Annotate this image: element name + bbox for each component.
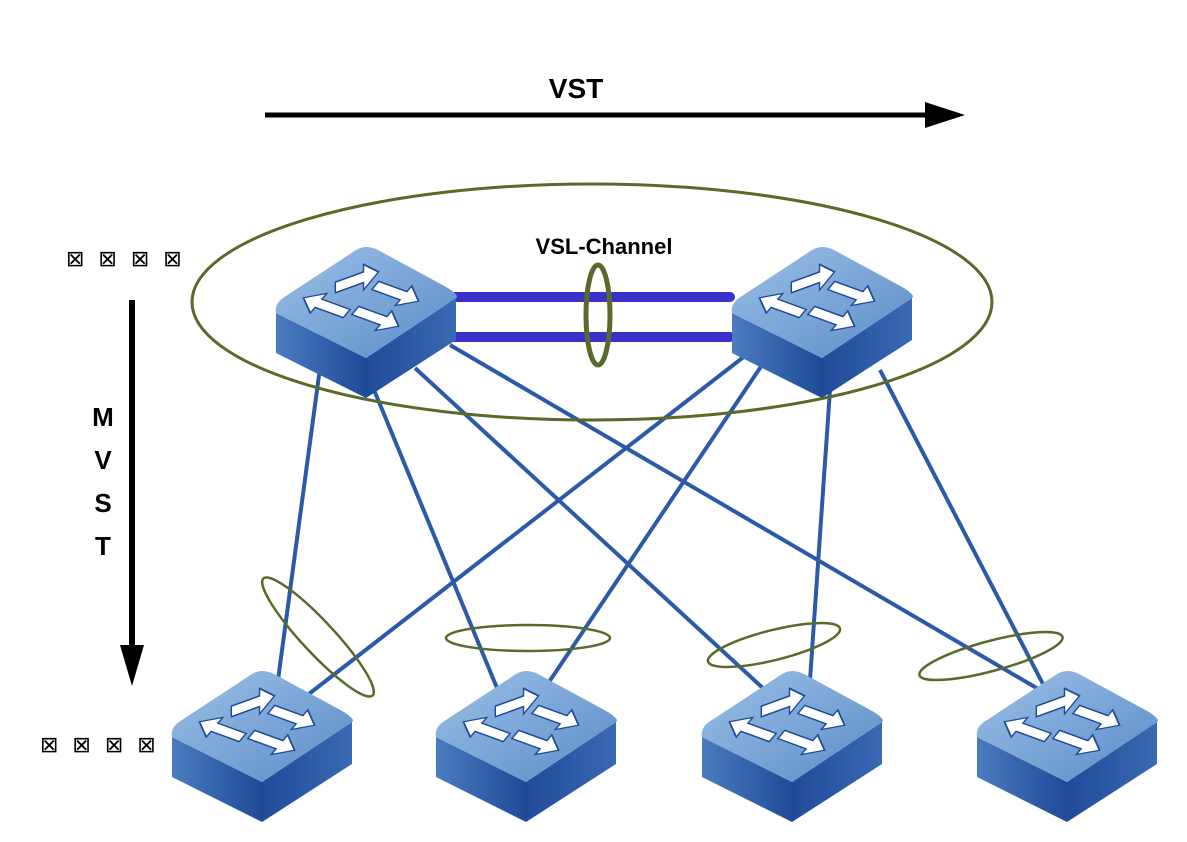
top-tier-label: ⊠⊠⊠⊠	[66, 247, 196, 272]
switch-arrows-icon	[1003, 687, 1121, 756]
switch-arrows-icon	[462, 687, 580, 756]
access-switch-2	[435, 671, 617, 822]
core-switch-right	[731, 247, 913, 398]
uplink	[543, 363, 764, 690]
links	[276, 343, 1047, 699]
vsl-channel-links	[445, 292, 735, 342]
mvst-letter: S	[94, 488, 112, 518]
uplink	[808, 389, 832, 681]
uplink	[303, 350, 752, 699]
switch-arrows-icon	[198, 687, 316, 756]
uplink	[448, 343, 1042, 692]
mvst-label: M V S T	[88, 396, 118, 568]
access-switch-1	[171, 671, 353, 822]
uplink	[370, 384, 499, 689]
aggregate-link-ellipse	[444, 623, 612, 653]
switch-arrows-icon	[728, 687, 846, 756]
mvst-letter: M	[92, 402, 114, 432]
vsl-channel-label: VSL-Channel	[536, 234, 673, 259]
access-switch-3	[701, 671, 883, 822]
uplink	[878, 369, 1047, 689]
mvst-letter: T	[95, 531, 111, 561]
uplink	[276, 367, 322, 681]
core-switch-left	[275, 247, 457, 398]
bottom-tier-label: ⊠⊠⊠⊠	[40, 733, 170, 758]
aggregate-link-ellipse	[706, 621, 842, 669]
mvst-letter: V	[94, 445, 112, 475]
vst-arrow	[265, 102, 965, 128]
aggregate-link-ellipse	[918, 630, 1064, 682]
aggregate-link-ellipse	[260, 576, 376, 698]
switch-arrows-icon	[302, 263, 420, 332]
vsl-channel-ellipse	[583, 262, 613, 368]
mvst-arrow	[120, 300, 144, 686]
uplink	[413, 366, 767, 692]
access-switch-4	[976, 671, 1158, 822]
vst-label: VST	[549, 73, 603, 104]
switch-arrows-icon	[758, 263, 876, 332]
virtual-switch-ellipse	[190, 182, 994, 422]
